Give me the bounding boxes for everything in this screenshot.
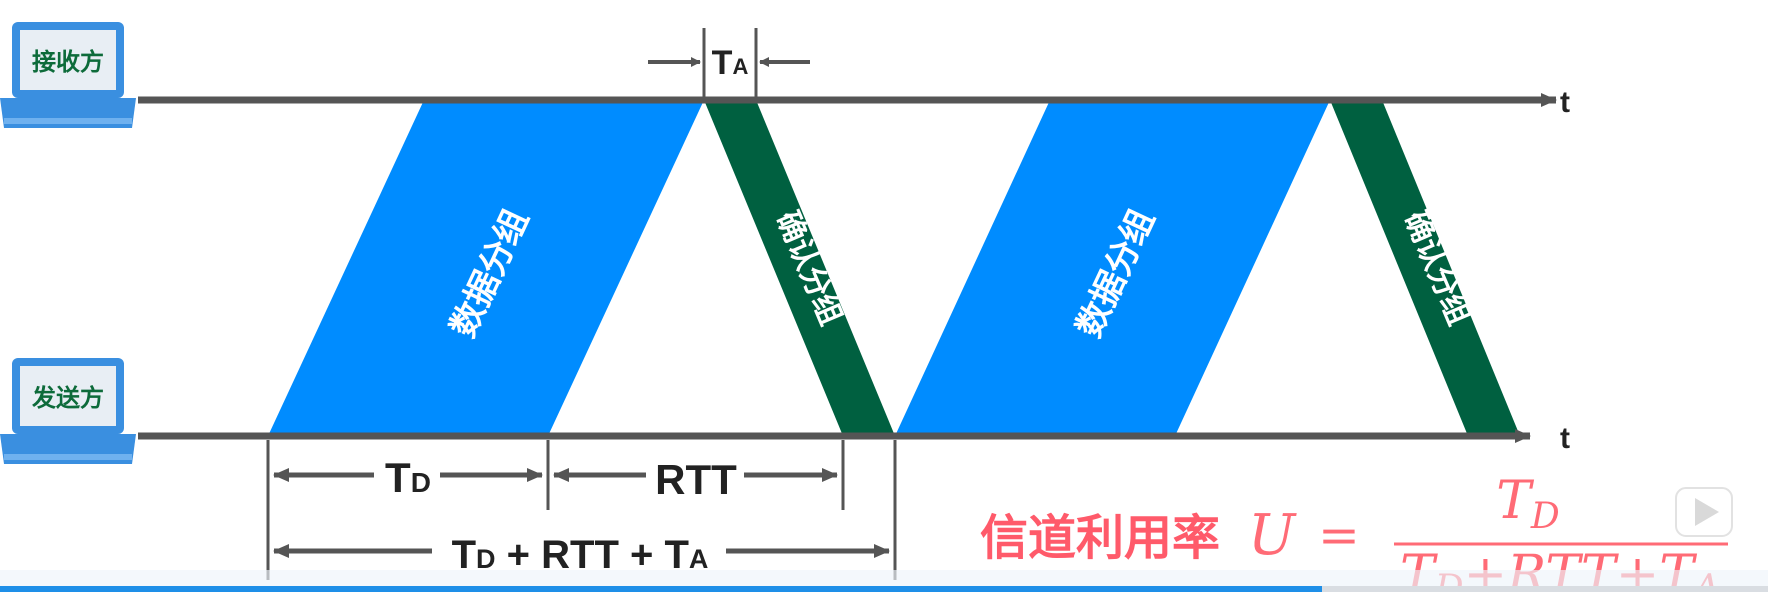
receiver-label: 接收方: [32, 48, 104, 76]
sender-label: 发送方: [31, 384, 104, 412]
play-button[interactable]: [1675, 487, 1733, 537]
formula-numerator: TD: [1496, 471, 1560, 537]
formula-eq: =: [1318, 506, 1360, 564]
receiver-host: 接收方: [0, 22, 136, 128]
td-label: TD: [385, 454, 431, 501]
progress-fill: [0, 586, 1322, 592]
formula-lhs: U: [1248, 503, 1297, 568]
ack-packet-2: [1330, 100, 1520, 436]
timing-dimensions: TD RTT TD + RTT + TA: [266, 440, 897, 580]
receiver-time-label: t: [1560, 86, 1570, 119]
ack-packet-1: [704, 100, 895, 436]
laptop-icon: [0, 358, 136, 464]
laptop-icon: [0, 22, 136, 128]
sender-time-label: t: [1560, 422, 1570, 455]
progress-bar[interactable]: [0, 570, 1768, 592]
formula-title: 信道利用率: [980, 510, 1220, 566]
ta-label: TA: [712, 44, 749, 82]
rtt-label: RTT: [655, 456, 737, 503]
play-icon: [1695, 498, 1719, 526]
data-packet-1: [268, 100, 704, 436]
ta-annotation: TA: [648, 28, 810, 98]
sender-host: 发送方: [0, 358, 136, 464]
data-packet-2: [895, 100, 1330, 436]
total-label: TD + RTT + TA: [452, 533, 709, 577]
